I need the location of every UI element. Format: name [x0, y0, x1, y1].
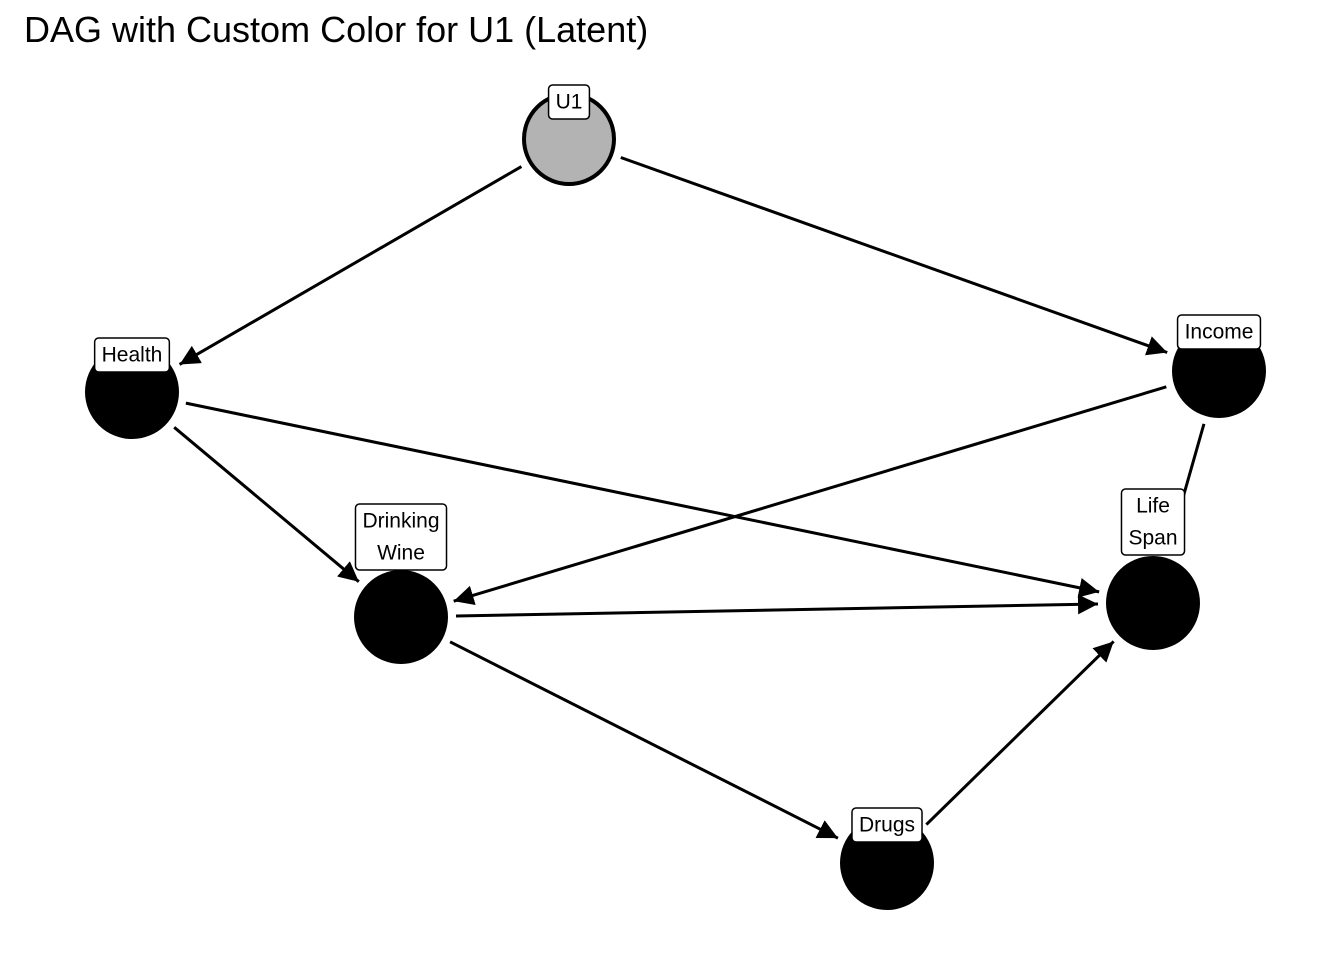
- label-line: Wine: [377, 542, 425, 565]
- edge-income-to-drinking_wine: [453, 385, 1167, 605]
- node-drinking-wine: [354, 570, 448, 664]
- nodes-layer: [85, 92, 1266, 910]
- label-box: [1176, 314, 1262, 350]
- label-line: Income: [1185, 321, 1254, 344]
- page-title: DAG with Custom Color for U1 (Latent): [24, 9, 649, 50]
- label-line: Drugs: [859, 814, 915, 837]
- node-label-u1: U1: [547, 84, 591, 120]
- label-box: [1120, 488, 1186, 556]
- edge-u1-to-income: [620, 156, 1168, 356]
- edges-layer: [173, 156, 1206, 840]
- edge-drinking_wine-to-life_span: [455, 594, 1099, 618]
- label-box: [93, 337, 171, 373]
- node-life-span: [1106, 556, 1200, 650]
- label-line: Life: [1136, 495, 1170, 518]
- edge-health-to-drinking_wine: [173, 426, 360, 583]
- node-label-income: Income: [1176, 314, 1262, 350]
- edge-drugs-to-life_span: [925, 640, 1115, 826]
- edge-u1-to-health: [178, 165, 523, 366]
- label-line: Drinking: [362, 510, 439, 533]
- edge-health-to-life_span: [185, 401, 1100, 598]
- label-line: Span: [1128, 527, 1177, 550]
- label-box: [851, 807, 923, 843]
- node-label-health: Health: [93, 337, 171, 373]
- node-label-drugs: Drugs: [851, 807, 923, 843]
- label-line: U1: [556, 91, 583, 114]
- edge-drinking_wine-to-drugs: [449, 640, 839, 840]
- label-box: [354, 503, 448, 571]
- label-line: Health: [102, 344, 163, 367]
- label-box: [547, 84, 591, 120]
